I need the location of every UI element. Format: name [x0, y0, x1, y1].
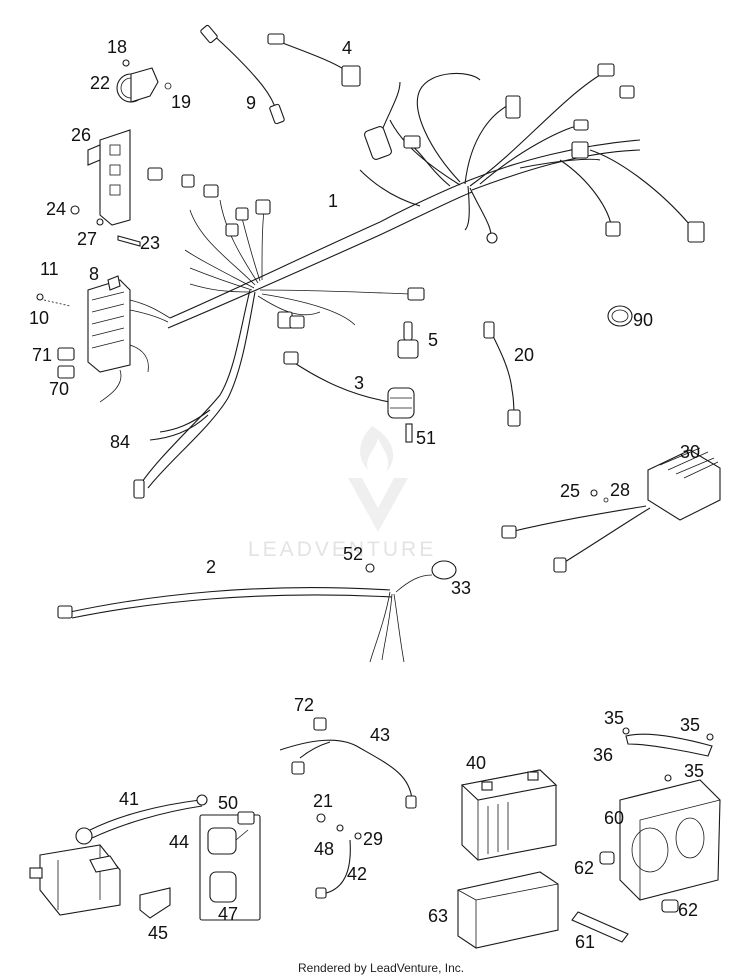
mounting-bracket [70, 129, 141, 247]
ground-cable [279, 717, 417, 809]
callout-18: 18 [107, 37, 127, 57]
callout-36: 36 [593, 745, 613, 765]
small-hardware [315, 813, 362, 899]
callout-24: 24 [46, 199, 66, 219]
footer-credit: Rendered by LeadVenture, Inc. [298, 961, 464, 975]
callout-48: 48 [314, 839, 334, 859]
callout-33: 33 [451, 578, 471, 598]
callout-21: 21 [313, 791, 333, 811]
callout-62: 62 [678, 900, 698, 920]
callout-63: 63 [428, 906, 448, 926]
callout-44: 44 [169, 832, 189, 852]
starter-motor [29, 844, 121, 916]
callout-50: 50 [218, 793, 238, 813]
callout-35: 35 [680, 715, 700, 735]
callout-19: 19 [171, 92, 191, 112]
cable-tie [607, 305, 633, 327]
switch [397, 321, 419, 359]
callout-9: 9 [246, 93, 256, 113]
voltage-regulator [501, 447, 721, 573]
callout-25: 25 [560, 481, 580, 501]
watermark-logo [348, 426, 408, 532]
callout-90: 90 [633, 310, 653, 330]
callout-51: 51 [416, 428, 436, 448]
tail-harness [57, 560, 457, 663]
callout-27: 27 [77, 229, 97, 249]
callout-4: 4 [342, 38, 352, 58]
callout-labels: 18 22 19 9 4 26 1 24 27 23 11 8 10 90 5 … [29, 37, 704, 952]
callout-52: 52 [343, 544, 363, 564]
watermark-text: LEADVENTURE [248, 538, 436, 561]
callout-28: 28 [610, 480, 630, 500]
callout-62: 62 [574, 858, 594, 878]
clip-parts [57, 347, 75, 379]
fuse-box [36, 275, 171, 403]
battery-box [457, 871, 559, 949]
starter-cable [75, 794, 208, 845]
callout-30: 30 [680, 442, 700, 462]
callout-29: 29 [363, 829, 383, 849]
callout-8: 8 [89, 264, 99, 284]
callout-71: 71 [32, 345, 52, 365]
callout-84: 84 [110, 432, 130, 452]
callout-11: 11 [40, 259, 59, 279]
callout-47: 47 [218, 904, 238, 924]
callout-72: 72 [294, 695, 314, 715]
strip [571, 911, 629, 943]
callout-45: 45 [148, 923, 168, 943]
callout-22: 22 [90, 73, 110, 93]
starter-relay [199, 811, 261, 921]
starter-bracket [139, 887, 171, 919]
callout-20: 20 [514, 345, 534, 365]
callout-1: 1 [328, 191, 338, 211]
callout-35: 35 [684, 761, 704, 781]
callout-2: 2 [206, 557, 216, 577]
callout-43: 43 [370, 725, 390, 745]
callout-5: 5 [428, 330, 438, 350]
connector-cable [267, 33, 361, 87]
callout-10: 10 [29, 308, 49, 328]
callout-26: 26 [71, 125, 91, 145]
indicator-lamp-assembly [116, 59, 172, 103]
callout-3: 3 [354, 373, 364, 393]
callout-60: 60 [604, 808, 624, 828]
callout-41: 41 [119, 789, 139, 809]
callout-35: 35 [604, 708, 624, 728]
callout-61: 61 [575, 932, 595, 952]
hold-down-strap [622, 727, 714, 782]
main-wiring-harness [133, 63, 705, 499]
callout-23: 23 [140, 233, 160, 253]
battery [460, 769, 558, 861]
callout-70: 70 [49, 379, 69, 399]
callout-40: 40 [466, 753, 486, 773]
sender-cable [483, 321, 521, 427]
callout-42: 42 [347, 864, 367, 884]
sensor-cable [200, 24, 285, 125]
battery-tray [599, 779, 721, 913]
relay-cable [283, 351, 415, 443]
